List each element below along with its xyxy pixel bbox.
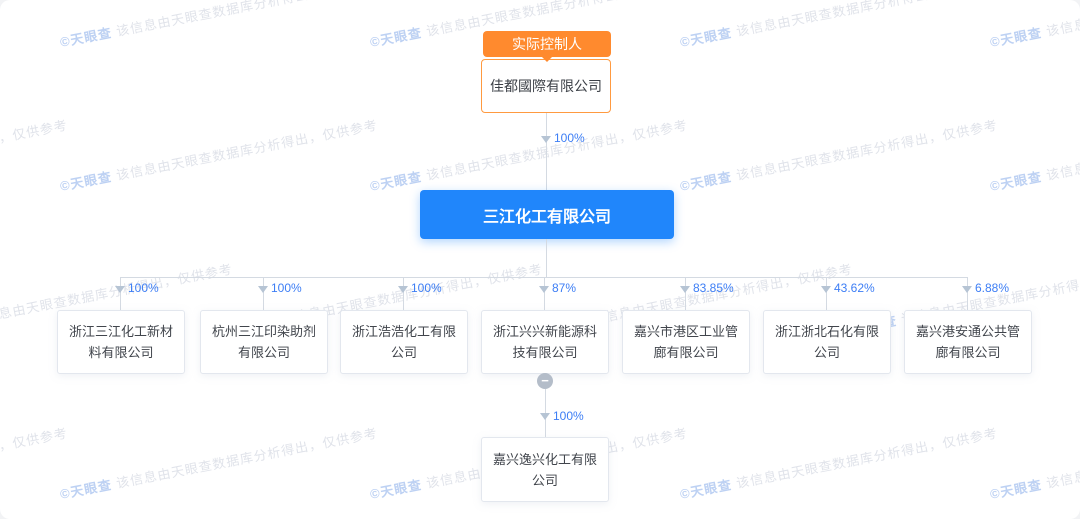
connector-drop	[403, 277, 404, 310]
arrow-down-icon	[541, 136, 551, 143]
ownership-percent-label: 100%	[411, 281, 442, 295]
ownership-percent-label: 6.88%	[975, 281, 1010, 295]
ownership-percent-label: 43.62%	[834, 281, 875, 295]
child-company-node[interactable]: 浙江三江化工新材料有限公司	[57, 310, 185, 374]
arrow-down-icon	[821, 286, 831, 293]
connector-controller-root	[546, 113, 547, 190]
arrow-down-icon	[540, 413, 550, 420]
connector-drop	[967, 277, 968, 310]
connector-drop	[263, 277, 264, 310]
controller-company-node[interactable]: 佳都國際有限公司	[481, 59, 611, 113]
child-company-node[interactable]: 嘉兴港安通公共管廊有限公司	[904, 310, 1032, 374]
connector-drop	[544, 277, 545, 310]
child-company-node[interactable]: 杭州三江印染助剂有限公司	[200, 310, 328, 374]
ownership-percent-label: 100%	[128, 281, 159, 295]
child-company-node[interactable]: 浙江浙北石化有限公司	[763, 310, 891, 374]
child-company-node[interactable]: 嘉兴市港区工业管廊有限公司	[622, 310, 750, 374]
grandchild-company-node[interactable]: 嘉兴逸兴化工有限公司	[481, 437, 609, 502]
connector-drop	[120, 277, 121, 310]
actual-controller-badge: 实际控制人	[483, 31, 611, 62]
ownership-percent-label: 83.85%	[693, 281, 734, 295]
ownership-percent-label: 100%	[271, 281, 302, 295]
ownership-percent-label: 87%	[552, 281, 577, 295]
arrow-down-icon	[398, 286, 408, 293]
connector-drop	[685, 277, 686, 310]
arrow-down-icon	[115, 286, 125, 293]
ownership-percent-label: 100%	[553, 409, 584, 423]
arrow-down-icon	[962, 286, 972, 293]
ownership-percent-label: 100%	[554, 131, 585, 145]
arrow-down-icon	[539, 286, 549, 293]
connector-root-rail	[546, 239, 547, 277]
child-company-node[interactable]: 浙江兴兴新能源科技有限公司	[481, 310, 609, 374]
connector-drop	[826, 277, 827, 310]
arrow-down-icon	[258, 286, 268, 293]
root-company-node[interactable]: 三江化工有限公司	[420, 190, 674, 239]
arrow-down-icon	[680, 286, 690, 293]
collapse-minus-icon[interactable]: −	[537, 373, 553, 389]
child-company-node[interactable]: 浙江浩浩化工有限公司	[340, 310, 468, 374]
